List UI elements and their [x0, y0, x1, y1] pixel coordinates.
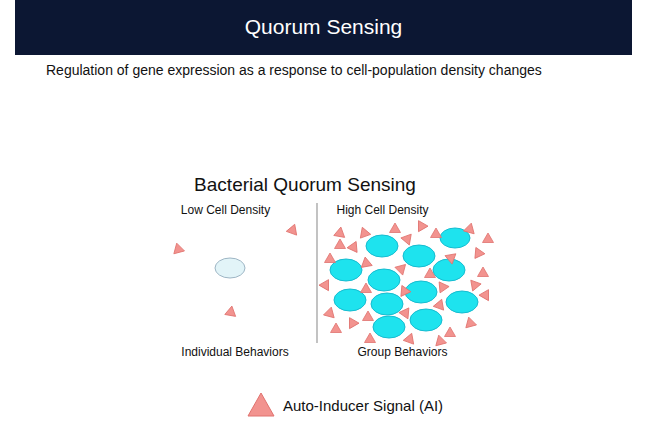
- autoinducer-triangle: [357, 225, 371, 238]
- autoinducer-triangle: [397, 283, 411, 296]
- autoinducer-triangle: [471, 245, 485, 258]
- autoinducer-triangle: [225, 305, 237, 316]
- behavior-label: Group Behaviors: [340, 345, 465, 359]
- subtitle-text: Regulation of gene expression as a respo…: [46, 62, 606, 79]
- autoinducer-triangle: [403, 331, 417, 344]
- autoinducer-triangle: [401, 231, 416, 245]
- autoinducer-triangle: [334, 226, 346, 237]
- autoinducer-triangle: [467, 277, 482, 291]
- panel-label: High Cell Density: [325, 203, 440, 217]
- autoinducer-triangle: [171, 242, 184, 254]
- autoinducer-triangle: [435, 279, 449, 293]
- header-band: [15, 0, 632, 55]
- legend-text: Auto-Inducer Signal (AI): [283, 397, 443, 414]
- legend-entry: Auto-Inducer Signal (AI): [247, 392, 443, 418]
- autoinducer-triangle: [483, 233, 494, 243]
- autoinducer-triangle: [360, 256, 372, 267]
- autoinducer-triangle: [399, 305, 413, 319]
- autoinducer-triangle: [464, 222, 477, 234]
- bacterium-cell: [446, 291, 478, 313]
- legend-swatch: [247, 392, 275, 418]
- autoinducer-triangle: [365, 333, 376, 343]
- autoinducer-triangle: [433, 297, 447, 310]
- autoinducer-triangle: [445, 250, 459, 265]
- panel-label: Low Cell Density: [168, 203, 283, 217]
- autoinducer-triangle: [324, 306, 337, 318]
- autoinducer-triangle: [286, 222, 300, 235]
- autoinducer-triangle: [347, 239, 361, 252]
- bacterium-cell: [373, 316, 405, 338]
- panel-heading: Bacterial Quorum Sensing: [180, 174, 430, 197]
- bacterium-cell: [433, 259, 465, 281]
- legend-triangle: [248, 393, 274, 416]
- autoinducer-triangle: [325, 253, 336, 263]
- autoinducer-triangle: [331, 323, 342, 333]
- autoinducer-triangle: [363, 311, 374, 321]
- bacterium-cell: [368, 269, 400, 291]
- divider-line: [316, 203, 317, 343]
- bacterium-cell: [366, 235, 398, 257]
- autoinducer-triangle: [345, 315, 359, 329]
- slide-title: Quorum Sensing: [15, 14, 632, 39]
- autoinducer-triangle: [445, 327, 456, 337]
- autoinducer-triangle: [390, 223, 401, 233]
- bacterium-cell: [410, 309, 442, 331]
- autoinducer-triangle: [479, 287, 493, 301]
- autoinducer-triangle: [395, 261, 409, 275]
- autoinducer-triangle: [433, 334, 446, 346]
- bacterium-cell: [403, 245, 435, 267]
- autoinducer-triangle: [463, 316, 476, 328]
- autoinducer-triangle: [414, 218, 428, 232]
- autoinducer-triangle: [319, 277, 333, 291]
- autoinducer-triangle: [361, 283, 372, 293]
- bacterium-cell: [215, 258, 245, 278]
- bacterium-cell: [371, 293, 403, 315]
- autoinducer-triangle: [478, 267, 489, 277]
- behavior-label: Individual Behaviors: [165, 345, 305, 359]
- autoinducer-triangle: [335, 239, 346, 249]
- autoinducer-triangle: [425, 268, 436, 278]
- autoinducer-triangle: [431, 228, 442, 238]
